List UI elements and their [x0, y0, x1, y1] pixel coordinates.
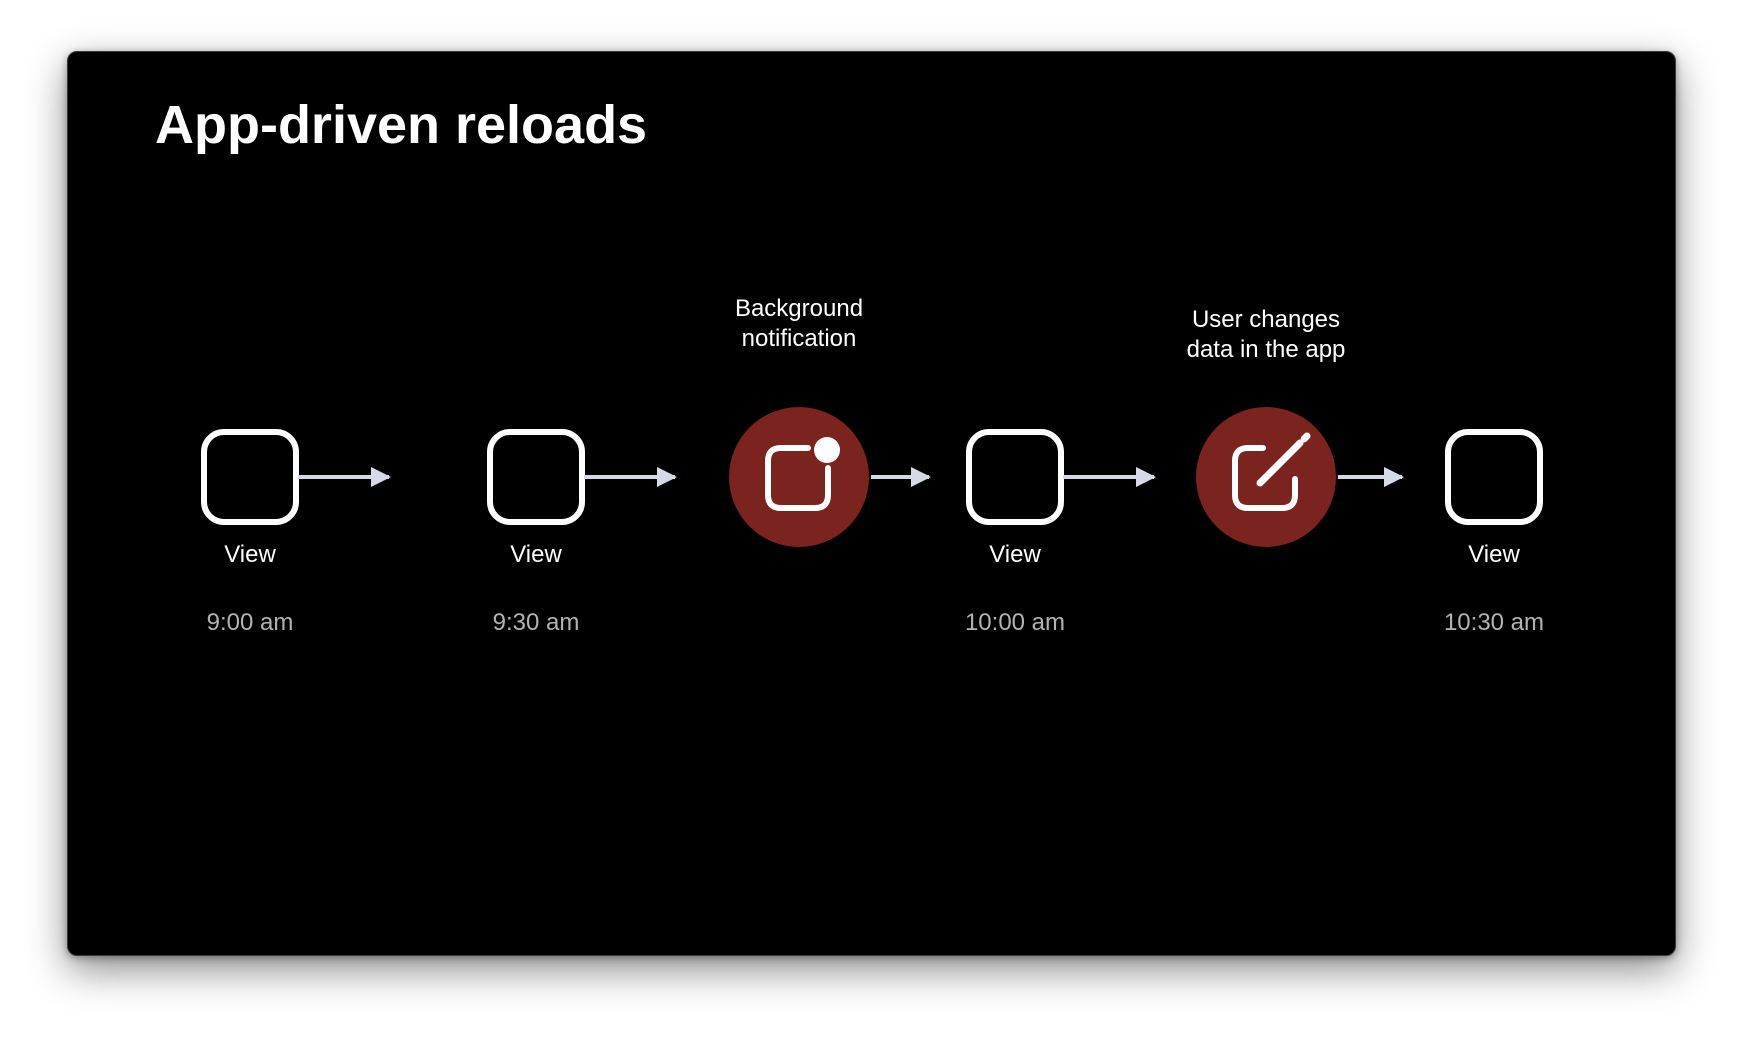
event-caption-line2: data in the app — [1187, 336, 1346, 363]
time-label: 10:30 am — [1444, 609, 1544, 636]
slide — [67, 51, 1676, 956]
view-box-node — [201, 429, 299, 525]
event-caption-line1: User changes — [1192, 306, 1340, 333]
notification-badge-icon — [765, 437, 840, 511]
edit-pencil-icon — [1232, 432, 1311, 511]
view-box-node — [966, 429, 1064, 525]
event-caption-line1: Background — [735, 295, 863, 322]
view-label: View — [1468, 541, 1520, 568]
view-box-node — [1445, 429, 1543, 525]
view-box-node — [487, 429, 585, 525]
slide-title: App-driven reloads — [155, 95, 647, 155]
view-label: View — [989, 541, 1041, 568]
view-label: View — [510, 541, 562, 568]
view-label: View — [224, 541, 276, 568]
time-label: 9:30 am — [493, 609, 580, 636]
event-caption-line2: notification — [742, 325, 857, 352]
background-notification-event — [729, 407, 869, 547]
time-label: 9:00 am — [207, 609, 294, 636]
time-label: 10:00 am — [965, 609, 1065, 636]
user-changes-data-event — [1196, 407, 1336, 547]
